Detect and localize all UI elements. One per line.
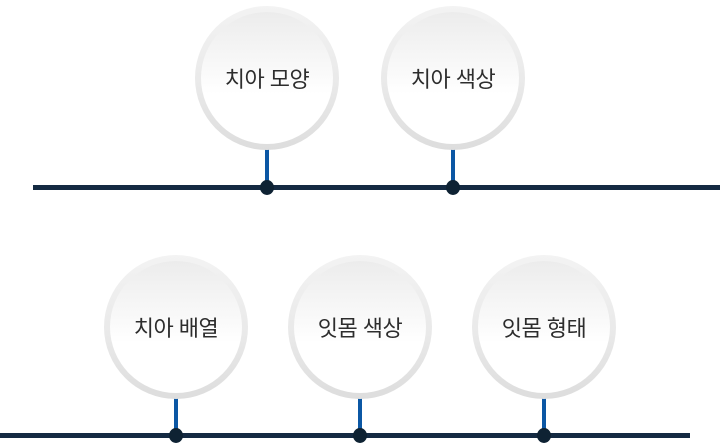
- junction-dot: [169, 428, 183, 443]
- node-label: 치아 색상: [410, 67, 496, 92]
- junction-dot: [353, 428, 367, 443]
- connector-line: [451, 144, 455, 186]
- connector-line: [358, 392, 362, 434]
- node-tooth-color: 치아 색상: [381, 6, 525, 150]
- connector-line: [265, 144, 269, 186]
- junction-dot: [446, 180, 460, 195]
- timeline-bar-top: [33, 185, 720, 190]
- node-gum-color: 잇몸 색상: [288, 255, 432, 399]
- node-tooth-shape: 치아 모양: [195, 6, 339, 150]
- node-label: 치아 배열: [133, 316, 219, 341]
- node-circle: 치아 배열: [110, 261, 242, 393]
- connector-line: [542, 392, 546, 434]
- node-gum-shape: 잇몸 형태: [472, 255, 616, 399]
- connector-line: [174, 392, 178, 434]
- junction-dot: [537, 428, 551, 443]
- node-circle: 치아 모양: [201, 12, 333, 144]
- node-circle: 잇몸 형태: [478, 261, 610, 393]
- node-label: 잇몸 색상: [317, 316, 403, 341]
- node-label: 치아 모양: [224, 67, 310, 92]
- node-label: 잇몸 형태: [501, 316, 587, 341]
- timeline-bar-bottom: [0, 433, 690, 438]
- node-tooth-alignment: 치아 배열: [104, 255, 248, 399]
- node-circle: 치아 색상: [387, 12, 519, 144]
- junction-dot: [260, 180, 274, 195]
- node-circle: 잇몸 색상: [294, 261, 426, 393]
